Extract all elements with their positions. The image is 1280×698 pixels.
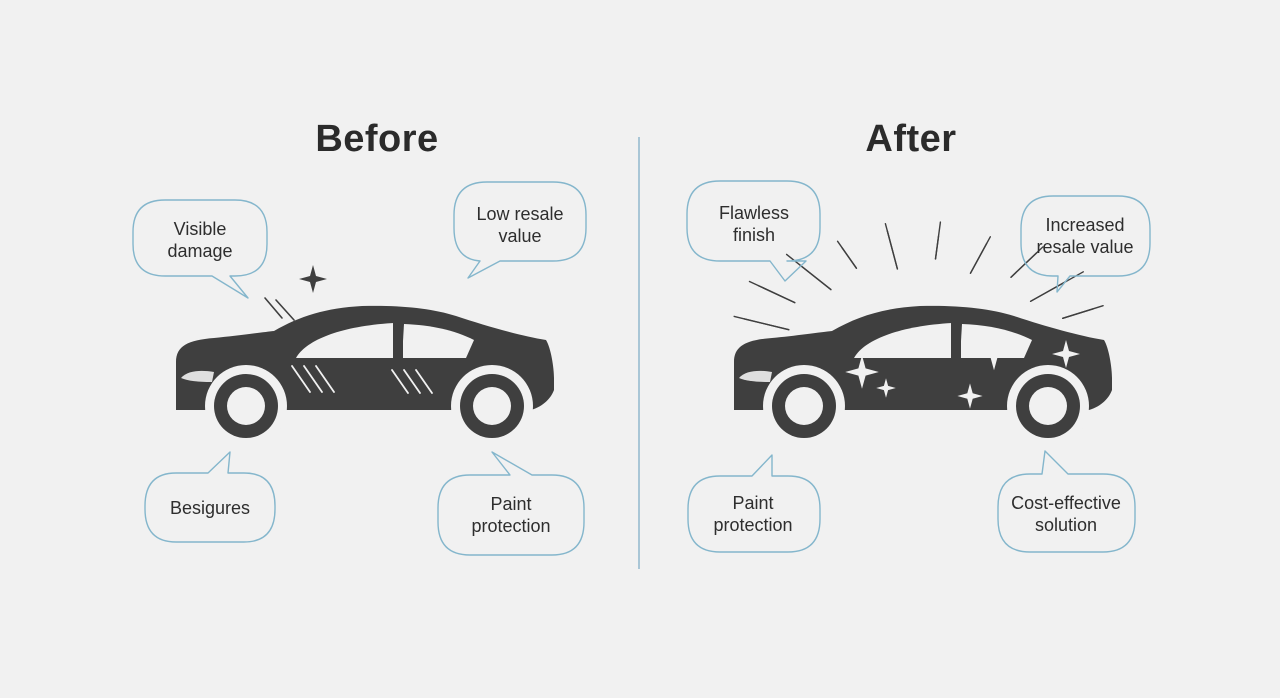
panel-divider <box>638 137 640 569</box>
bubble-paint-protection-before <box>437 451 585 556</box>
shine-ray <box>1029 280 1068 302</box>
before-damage-marks-icon <box>264 297 295 321</box>
shine-ray <box>934 235 940 260</box>
before-car-icon <box>176 305 554 447</box>
before-bubble-bottom-left-text: Besigures <box>169 498 251 518</box>
shine-ray <box>836 240 858 269</box>
shine-ray <box>1061 305 1104 319</box>
bubble-flawless-finish <box>686 180 821 282</box>
shine-ray <box>799 264 832 291</box>
shine-rays-icon <box>733 221 1104 331</box>
sparkle-icon <box>299 265 327 293</box>
before-title: Before <box>315 118 439 160</box>
after-car-icon <box>734 305 1112 447</box>
bubble-cost-effective <box>997 450 1136 553</box>
bubble-increased-resale-value <box>1020 195 1151 293</box>
shine-ray <box>1010 246 1044 278</box>
shine-ray <box>969 236 991 274</box>
bubble-low-resale-value <box>453 181 587 279</box>
bubble-paint-protection-after <box>687 454 821 553</box>
shine-ray <box>884 222 899 270</box>
shine-ray <box>733 315 790 331</box>
after-title: After <box>865 118 957 160</box>
scratch-marks-icon <box>291 365 433 394</box>
bubble-besigures <box>144 451 276 543</box>
bubble-visible-damage <box>132 199 268 299</box>
shine-ray <box>748 280 796 304</box>
